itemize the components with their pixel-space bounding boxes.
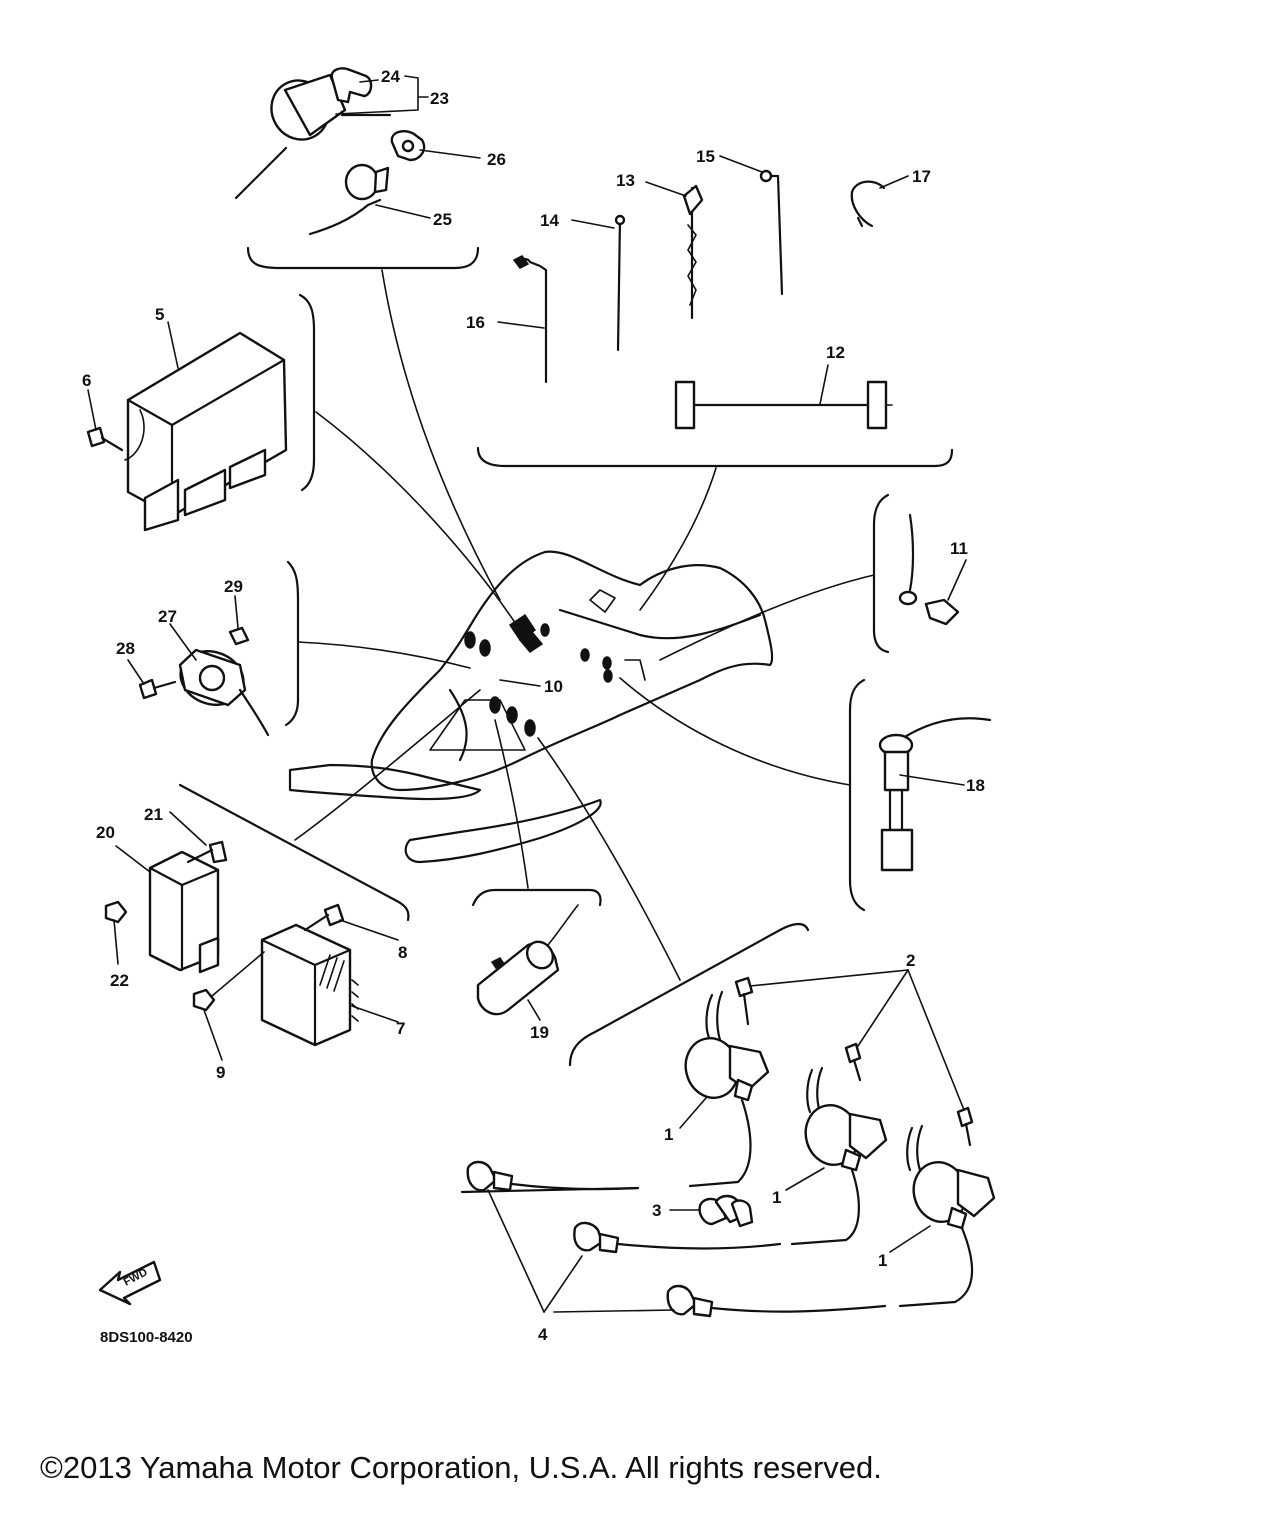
clamp-3	[698, 1194, 754, 1228]
bolt-6	[86, 426, 124, 452]
callout-22: 22	[110, 971, 129, 990]
callout-1a: 1	[664, 1125, 673, 1144]
callout-11: 11	[950, 539, 968, 558]
regulator-20	[148, 850, 220, 974]
callout-7: 7	[396, 1019, 405, 1038]
bolt-21	[186, 840, 228, 864]
callout-23: 23	[430, 89, 449, 108]
callout-9: 9	[216, 1063, 225, 1082]
callout-3: 3	[652, 1201, 661, 1220]
callout-leaders	[87, 75, 967, 1313]
nut-9	[192, 988, 216, 1012]
callout-27: 27	[158, 607, 177, 626]
callout-6: 6	[82, 371, 91, 390]
condenser-19	[476, 904, 579, 1016]
callout-28: 28	[116, 639, 135, 658]
callout-8: 8	[398, 943, 407, 962]
callout-4: 4	[538, 1325, 548, 1344]
copyright-notice: ©2013 Yamaha Motor Corporation, U.S.A. A…	[40, 1450, 882, 1485]
callout-17: 17	[912, 167, 931, 186]
chassis-outline	[288, 550, 774, 864]
bolt-8	[303, 903, 345, 932]
callout-1b: 1	[772, 1188, 781, 1207]
callout-16: 16	[466, 313, 485, 332]
wire-11	[898, 513, 960, 626]
callout-20: 20	[96, 823, 115, 842]
callout-26: 26	[487, 150, 506, 169]
rectifier-7	[260, 923, 359, 1047]
ignition-coil-1a	[460, 990, 770, 1194]
callout-25: 25	[433, 210, 452, 229]
callout-13: 13	[616, 171, 635, 190]
callout-18: 18	[966, 776, 985, 795]
group-leader-lines	[294, 269, 875, 981]
callout-14: 14	[540, 211, 559, 230]
callout-19: 19	[530, 1023, 549, 1042]
nut-22	[104, 900, 128, 924]
sensor-18	[878, 717, 992, 872]
callout-labels: 24 23 26 25 15 17 13 14 16 12 5 6 29 27 …	[82, 67, 985, 1346]
callout-24: 24	[381, 67, 400, 86]
callout-29: 29	[224, 577, 243, 596]
main-switch-assembly	[234, 67, 392, 200]
parts-diagram: FWD	[82, 67, 996, 1346]
ignition-coil-1c	[666, 1124, 996, 1318]
callout-5: 5	[155, 305, 164, 324]
module-27	[178, 648, 270, 737]
callout-21: 21	[144, 805, 163, 824]
group-brackets	[178, 246, 954, 1067]
bolts-2	[734, 976, 974, 1147]
ignition-coil-1b	[573, 1066, 888, 1254]
callout-1c: 1	[878, 1251, 887, 1270]
nut-29	[228, 626, 250, 646]
callout-2: 2	[906, 951, 915, 970]
callout-15: 15	[696, 147, 715, 166]
cable-group	[512, 169, 893, 430]
cdi-unit-5	[124, 331, 288, 532]
forward-arrow-icon: FWD	[98, 1260, 162, 1306]
screw-28	[138, 678, 177, 700]
callout-10: 10	[544, 677, 563, 696]
key-switch-25	[308, 163, 390, 236]
diagram-code: 8DS100-8420	[100, 1329, 193, 1346]
switch-cap-26	[390, 130, 426, 162]
callout-12: 12	[826, 343, 845, 362]
